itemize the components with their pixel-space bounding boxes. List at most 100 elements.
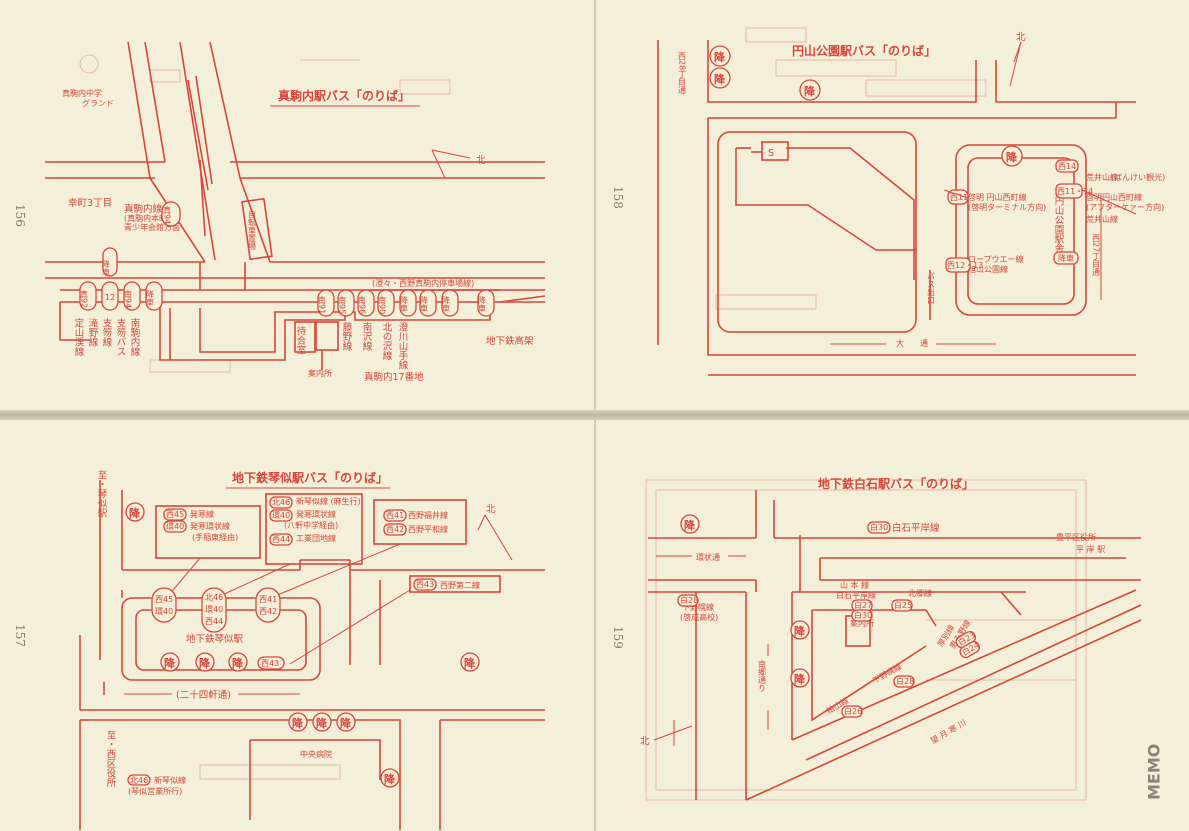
- svg-text:白30: 白30: [870, 522, 888, 532]
- info-label: 案内所: [308, 368, 332, 378]
- svg-text:北46: 北46: [130, 776, 148, 785]
- svg-text:白30: 白30: [854, 610, 872, 620]
- svg-text:降: 降: [714, 72, 726, 86]
- stop-badges: 降車 真92 12 南94 降車 真94 南91 南95 南96 南90 降車 …: [79, 201, 495, 317]
- page-number: 157: [13, 624, 27, 647]
- saiwai-label: 幸町3丁目: [68, 198, 112, 209]
- box3-b: 西野平和線: [408, 524, 448, 534]
- l6-label: 旭山公園線: [968, 264, 1008, 274]
- stop-badge: [790, 668, 810, 688]
- stop-badge: [680, 514, 700, 534]
- svg-text:南96: 南96: [358, 295, 367, 314]
- svg-text:白28: 白28: [680, 595, 698, 605]
- shiroishi-hira-label: 白石平岸線: [836, 590, 876, 600]
- takino-label: 滝野線: [87, 318, 99, 347]
- yamamoto-label: 山 本 線: [840, 580, 869, 590]
- north-arrow: [484, 514, 513, 561]
- maruyama-map: 158 円山公園駅バス「のりば」 北 S 西28丁目通 バス出口 大 通 西27…: [611, 27, 1165, 376]
- page-title: 真駒内駅バス「のりば」: [278, 88, 410, 103]
- streets: [648, 490, 1142, 801]
- north-label: 北: [486, 504, 496, 515]
- svg-text:降: 降: [129, 506, 141, 520]
- l1-label: 啓明 円山西町線: [968, 192, 1027, 202]
- l4-label: 荒井山線: [1086, 214, 1118, 224]
- svg-text:西41: 西41: [259, 595, 277, 604]
- kotoni-map: 157 地下鉄琴似駅バス「のりば」 北: [13, 470, 545, 830]
- bike-parking: [241, 197, 273, 261]
- box4-a: 西野第二線: [440, 580, 480, 590]
- stop-badge: [377, 289, 395, 317]
- stop-badge: [317, 289, 335, 317]
- stop-badge: [399, 289, 417, 317]
- route-box-3: [373, 499, 467, 545]
- info-label: 案内所: [850, 618, 874, 628]
- stop-badge: [419, 289, 437, 317]
- svg-text:降車: 降車: [1058, 253, 1074, 263]
- svg-text:白28: 白28: [896, 676, 914, 686]
- page-number: 156: [13, 204, 27, 227]
- north-label: 北: [1016, 32, 1026, 43]
- box1-badge-b: 環40: [166, 522, 184, 531]
- svg-text:降車: 降車: [420, 295, 429, 313]
- route-box-2: [265, 493, 363, 565]
- box2-b: 発寒環状線: [296, 509, 336, 519]
- page-title: 地下鉄琴似駅バス「のりば」: [232, 470, 388, 485]
- route-box-4: [409, 575, 501, 593]
- box1-badge-a: 西45: [166, 510, 184, 519]
- streets: [657, 40, 1136, 376]
- stop-badge: [151, 587, 177, 623]
- svg-text:降: 降: [714, 50, 726, 64]
- svg-text:降車: 降車: [102, 259, 111, 277]
- stop-badge: [337, 289, 355, 317]
- page-title: 円山公園駅バス「のりば」: [792, 43, 936, 58]
- svg-text:白25: 白25: [894, 600, 912, 610]
- bleed-through: [199, 764, 341, 780]
- svg-text:降: 降: [199, 656, 211, 670]
- platform: [59, 262, 546, 370]
- bike-label: 自転車置場: [248, 209, 257, 251]
- north-arrow: [1009, 41, 1022, 87]
- svg-text:降: 降: [1006, 150, 1018, 164]
- stop-badge: [477, 289, 495, 317]
- svg-text:西43: 西43: [261, 659, 279, 668]
- shiroishi-map: 159 地下鉄白石駅バス「のりば」 北 案内所 白石平岸線 豊平区役所 平 岸 …: [611, 476, 1164, 801]
- stop-badge: [959, 640, 980, 659]
- block-label: 真駒内17番地: [364, 371, 424, 383]
- stop-badge: [123, 281, 141, 311]
- hospital-label: 中央病院: [300, 749, 332, 759]
- box2-c: (八軒中学経由): [284, 520, 338, 530]
- shimonopporo-a-label: 下野幌線: [682, 602, 714, 612]
- stop-badge: [145, 281, 163, 311]
- map-page-shiroishi: 159 地下鉄白石駅バス「のりば」 北 案内所 白石平岸線 豊平区役所 平 岸 …: [596, 420, 1189, 831]
- waiting-label: 待合室: [295, 325, 307, 354]
- stop-badge: [288, 712, 308, 732]
- stop-badge: [1055, 159, 1079, 173]
- svg-text:西12・13: 西12・13: [947, 261, 983, 270]
- stop-badge: [161, 201, 181, 227]
- jozankei-label: 定山渓線: [73, 317, 85, 356]
- minami-kaku-label: 南駒内線: [129, 317, 141, 356]
- streets: [79, 480, 545, 830]
- svg-text:真92: 真92: [80, 289, 89, 308]
- svg-text:降車: 降車: [478, 295, 487, 313]
- l3-label: 啓明円山西町線: [1086, 192, 1142, 202]
- svg-text:降: 降: [684, 518, 696, 532]
- svg-text:降: 降: [292, 716, 304, 730]
- stop-badge: [851, 609, 873, 622]
- svg-text:降: 降: [794, 672, 806, 686]
- bottom-a-label: 新琴似線: [154, 775, 186, 785]
- svg-text:降車: 降車: [442, 295, 451, 313]
- shiroishi-hiragishi-label: 白石平岸線: [892, 522, 940, 534]
- page-number: 159: [611, 626, 625, 649]
- svg-text:真94: 真94: [163, 205, 172, 224]
- box3-badge-a: 西41: [386, 511, 404, 520]
- stop-badges: 西45 環40 北46 環40 西44 西41 西42 西43 降 降 降 降 …: [125, 502, 480, 788]
- stop-badge: [441, 289, 459, 317]
- makomanai-sub1: (真駒内本町: [124, 213, 167, 223]
- stop-badge: [380, 768, 400, 788]
- page-number: 158: [611, 186, 625, 209]
- svg-text:南94: 南94: [124, 289, 133, 308]
- bleed-through: [715, 27, 987, 310]
- box4-badge: 西43: [416, 580, 434, 589]
- svg-text:西45: 西45: [155, 595, 173, 604]
